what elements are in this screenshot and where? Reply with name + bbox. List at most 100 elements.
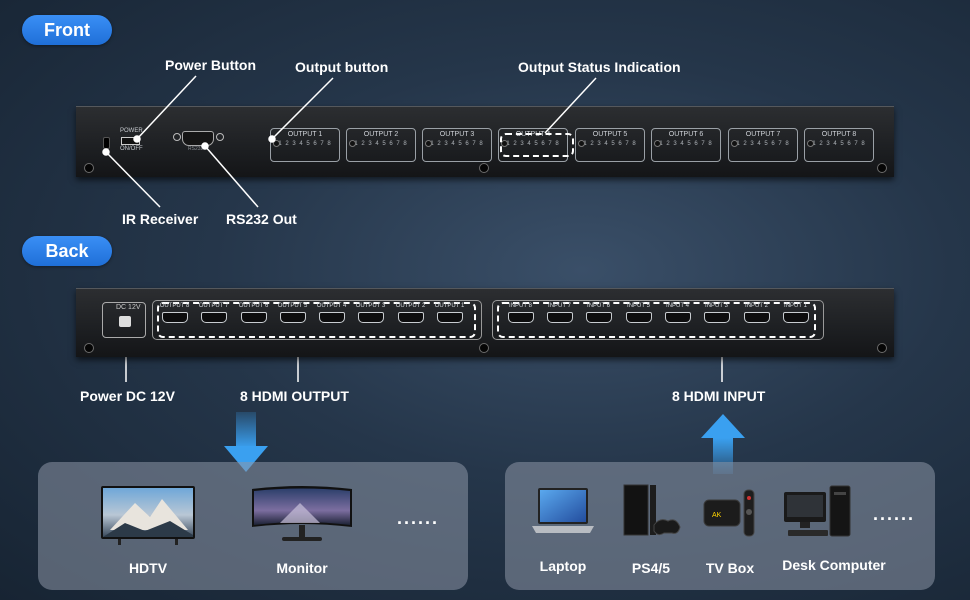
output-status-leds: 1 2 3 4 5 6 7 8	[278, 141, 332, 147]
output-group-label: OUTPUT 5	[592, 131, 628, 138]
port-label: OUTPUT 8	[159, 303, 190, 309]
port-label: INPUT 4	[666, 303, 689, 309]
hdmi-port-icon	[161, 312, 188, 323]
output-group-label: OUTPUT 7	[745, 131, 781, 138]
hdmi-input-port: INPUT 8	[502, 303, 539, 331]
port-label: OUTPUT 6	[238, 303, 269, 309]
hdmi-output-port: OUTPUT 1	[431, 303, 468, 331]
output-3-button[interactable]	[425, 140, 432, 147]
hdmi-port-icon	[703, 312, 730, 323]
output-status-highlight	[500, 133, 574, 157]
hdmi-input-port: INPUT 2	[738, 303, 775, 331]
dc-12v-label: DC 12V	[116, 304, 141, 311]
hdmi-port-icon	[664, 312, 691, 323]
output-status-leds: 1 2 3 4 5 6 7 8	[583, 141, 637, 147]
rs232-port	[182, 131, 214, 146]
screw-icon	[877, 343, 887, 353]
port-label: OUTPUT 4	[316, 303, 347, 309]
hdmi-input-port: INPUT 5	[620, 303, 657, 331]
tv-box-label: TV Box	[705, 560, 755, 576]
screw-icon	[216, 133, 224, 141]
output-5-group: OUTPUT 5 1 2 3 4 5 6 7 8	[575, 128, 645, 162]
callout-power-dc: Power DC 12V	[80, 388, 175, 404]
hdmi-port-icon	[546, 312, 573, 323]
hdmi-port-icon	[397, 312, 424, 323]
game-console-icon	[623, 484, 681, 536]
callout-hdmi-output: 8 HDMI OUTPUT	[240, 388, 349, 404]
output-status-leds: 1 2 3 4 5 6 7 8	[430, 141, 484, 147]
output-8-group: OUTPUT 8 1 2 3 4 5 6 7 8	[804, 128, 874, 162]
hdmi-input-port: INPUT 7	[541, 303, 578, 331]
output-status-leds: 1 2 3 4 5 6 7 8	[354, 141, 408, 147]
hdmi-port-icon	[200, 312, 227, 323]
output-group-label: OUTPUT 8	[821, 131, 857, 138]
output-7-button[interactable]	[731, 140, 738, 147]
hdmi-port-icon	[743, 312, 770, 323]
output-status-leds: 1 2 3 4 5 6 7 8	[506, 141, 560, 147]
hdmi-output-port: OUTPUT 7	[195, 303, 232, 331]
output-status-leds: 1 2 3 4 5 6 7 8	[812, 141, 866, 147]
more-output-devices: ......	[397, 508, 440, 528]
port-label: INPUT 7	[548, 303, 571, 309]
hdtv-icon	[101, 486, 195, 545]
output-6-button[interactable]	[654, 140, 661, 147]
desk-computer-icon	[784, 485, 851, 537]
tv-box-icon: AK	[703, 489, 755, 537]
hdmi-port-icon	[436, 312, 463, 323]
output-3-group: OUTPUT 3 1 2 3 4 5 6 7 8	[422, 128, 492, 162]
callout-power-button: Power Button	[165, 57, 256, 73]
svg-text:AK: AK	[712, 512, 722, 519]
output-group-label: OUTPUT 1	[287, 131, 323, 138]
monitor-label: Monitor	[276, 560, 328, 576]
hdmi-port-icon	[357, 312, 384, 323]
dc-12v-box	[102, 302, 146, 338]
hdmi-output-port: OUTPUT 3	[352, 303, 389, 331]
hdmi-output-port: OUTPUT 2	[392, 303, 429, 331]
screw-icon	[84, 163, 94, 173]
port-label: INPUT 6	[587, 303, 610, 309]
screw-icon	[479, 343, 489, 353]
port-label: INPUT 3	[705, 303, 728, 309]
output-8-button[interactable]	[807, 140, 814, 147]
hdmi-output-highlight	[157, 302, 476, 338]
hdmi-output-port: OUTPUT 4	[313, 303, 350, 331]
hdmi-output-port: OUTPUT 6	[235, 303, 272, 331]
screw-icon	[84, 343, 94, 353]
output-5-button[interactable]	[578, 140, 585, 147]
hdmi-input-port: INPUT 3	[698, 303, 735, 331]
port-label: INPUT 2	[745, 303, 768, 309]
output-2-button[interactable]	[349, 140, 356, 147]
port-label: OUTPUT 3	[355, 303, 386, 309]
hdmi-output-port: OUTPUT 5	[274, 303, 311, 331]
port-label: INPUT 1	[784, 303, 807, 309]
rs232-small-label: RS232	[188, 146, 204, 152]
screw-icon	[877, 163, 887, 173]
hdmi-port-icon	[507, 312, 534, 323]
port-label: OUTPUT 2	[395, 303, 426, 309]
more-input-devices: ......	[873, 504, 916, 524]
monitor-icon	[252, 486, 352, 541]
hdmi-port-icon	[318, 312, 345, 323]
front-section-pill: Front	[22, 15, 112, 45]
hdtv-label: HDTV	[128, 560, 168, 576]
dc-jack-icon	[119, 316, 131, 327]
callout-output-status: Output Status Indication	[518, 59, 681, 75]
ps45-label: PS4/5	[631, 560, 671, 576]
port-label: INPUT 8	[509, 303, 532, 309]
port-label: OUTPUT 7	[198, 303, 229, 309]
output-7-group: OUTPUT 7 1 2 3 4 5 6 7 8	[728, 128, 798, 162]
back-section-pill: Back	[22, 236, 112, 266]
callout-output-button: Output button	[295, 59, 389, 75]
screw-icon	[173, 133, 181, 141]
hdmi-port-icon	[279, 312, 306, 323]
output-1-button[interactable]	[273, 140, 280, 147]
output-status-leds: 1 2 3 4 5 6 7 8	[736, 141, 790, 147]
port-label: INPUT 5	[627, 303, 650, 309]
port-label: OUTPUT 1	[434, 303, 465, 309]
output-group-label: OUTPUT 2	[363, 131, 399, 138]
output-group-label: OUTPUT 3	[439, 131, 475, 138]
hdmi-input-port: INPUT 4	[659, 303, 696, 331]
callout-ir-receiver: IR Receiver	[122, 211, 199, 227]
hdmi-input-port: INPUT 6	[580, 303, 617, 331]
